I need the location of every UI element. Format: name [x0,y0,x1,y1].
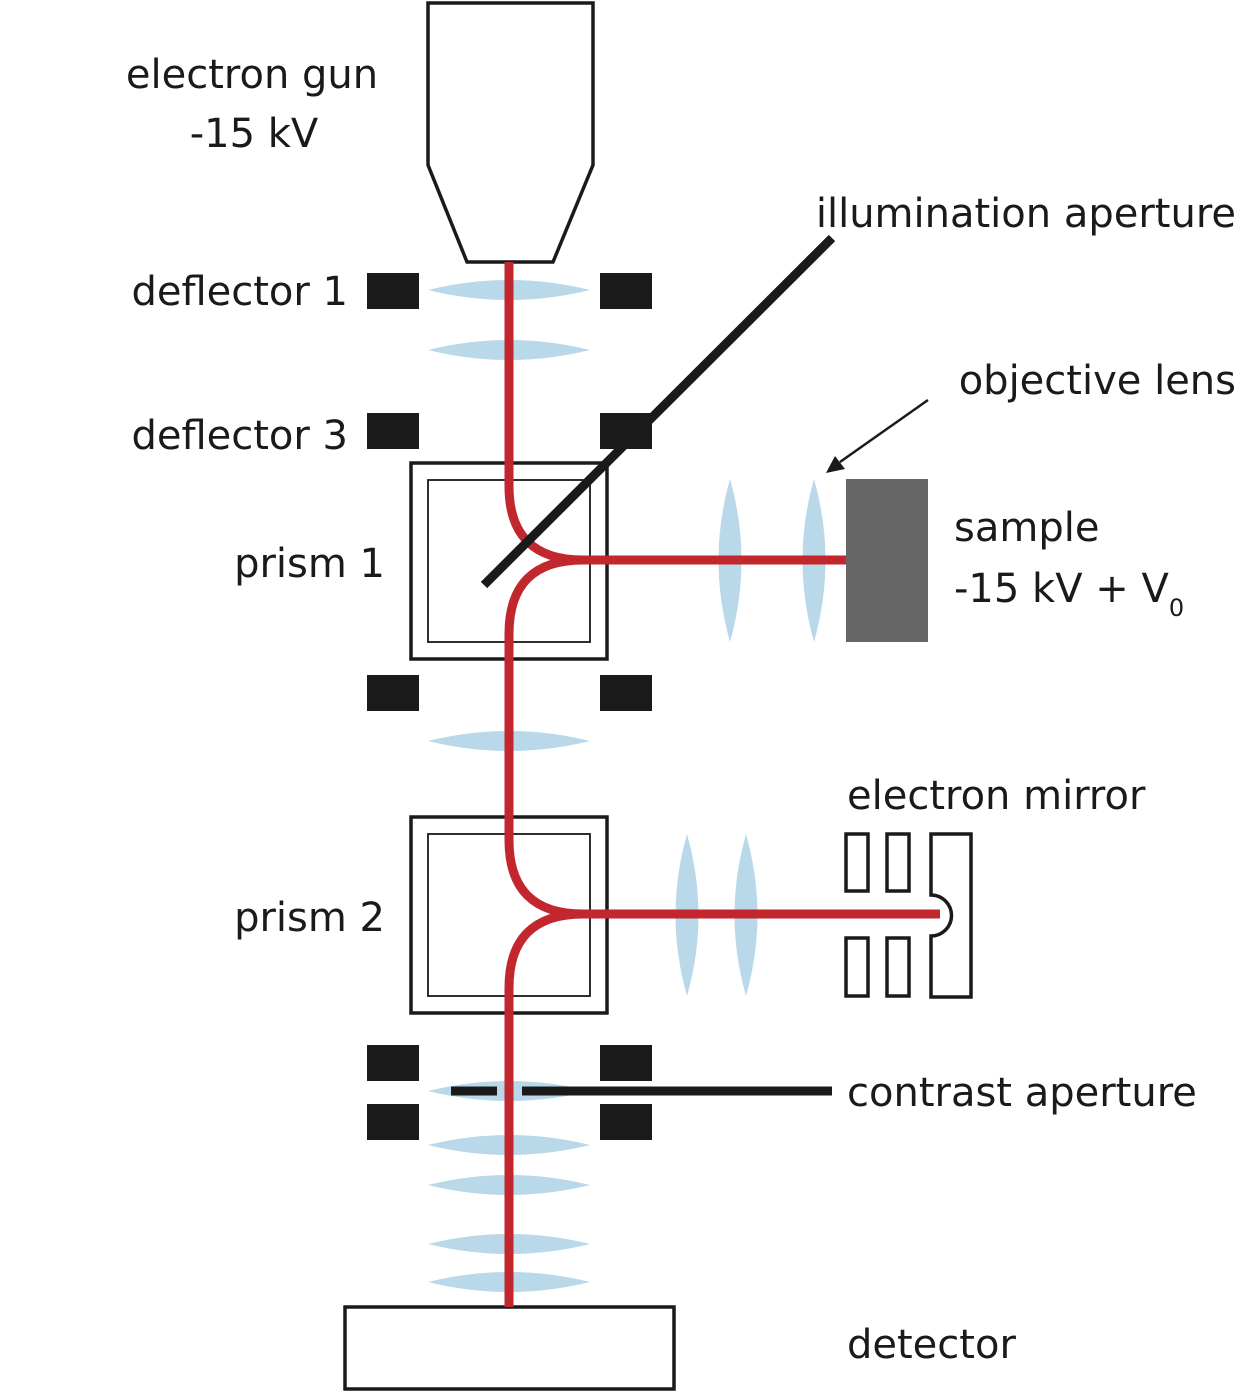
deflector-3-left [367,413,419,449]
label-sample-voltage: -15 kV + V0 [954,566,1184,622]
mirror-electrode-2-bottom [885,936,911,998]
label-contrast-aperture: contrast aperture [847,1070,1197,1116]
beam-prism1-to-prism2 [504,555,940,919]
illumination-aperture-rod [480,234,836,589]
deflector-5-left-top [367,1045,419,1081]
mirror-electrode-2-top [885,832,911,893]
arrow-shaft [839,398,929,464]
sample-block [846,479,928,642]
label-deflector-3: deflector 3 [131,413,348,459]
label-prism-2: prism 2 [234,895,385,941]
deflector-1-left [367,273,419,309]
label-deflector-1: deflector 1 [131,269,348,315]
deflector-5-right-top [600,1045,652,1081]
objective-lens-arrow [826,398,929,473]
label-prism-1: prism 1 [234,541,385,587]
sample-voltage-main: -15 kV + V [954,566,1170,612]
label-sample: sample [954,505,1099,551]
label-illumination-aperture: illumination aperture [816,191,1236,237]
electron-gun [426,1,595,264]
sample-voltage-subscript: 0 [1169,594,1184,622]
label-electron-mirror: electron mirror [847,773,1146,819]
electron-mirror [844,832,973,999]
label-detector: detector [847,1322,1016,1368]
arrow-head [826,456,845,473]
detector-box [343,1305,676,1391]
label-objective-lens: objective lens [959,358,1236,404]
label-gun-voltage: -15 kV [190,111,319,157]
mirror-electrode [929,832,973,999]
deflector-4-left [367,675,419,711]
label-electron-gun: electron gun [126,52,378,98]
deflector-plates [367,273,652,1140]
deflector-1-right [600,273,652,309]
deflector-4-right [600,675,652,711]
deflector-5-left-bottom [367,1104,419,1140]
deflector-5-right-bottom [600,1104,652,1140]
mirror-electrode-1-bottom [844,936,870,998]
beam-imaging-path [504,909,584,1307]
mirror-electrode-1-top [844,832,870,893]
